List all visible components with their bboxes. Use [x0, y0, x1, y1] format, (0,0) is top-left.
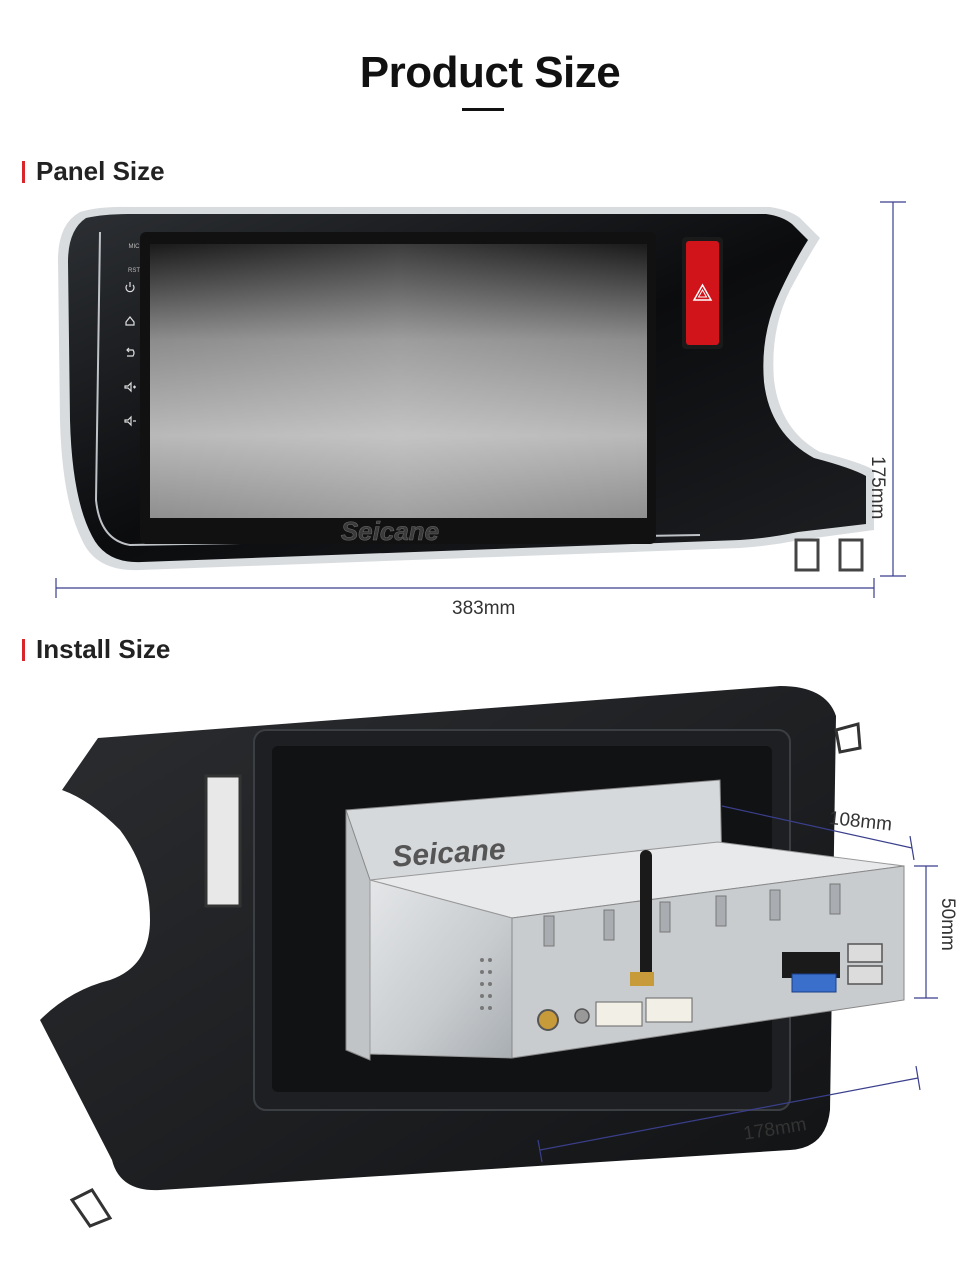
power-icon[interactable] [125, 282, 135, 293]
rst-label: RST [128, 268, 140, 274]
install-size-heading: Install Size [22, 634, 170, 665]
mount-clip [838, 538, 864, 572]
panel-illustration: Seicane MIC RST [55, 201, 906, 598]
harness-connector [645, 997, 693, 1023]
panel-width-dimension-line [55, 578, 875, 598]
panel-width-label: 383mm [452, 598, 516, 619]
volume-down-icon[interactable] [124, 415, 136, 427]
screw-hole [574, 1008, 590, 1024]
page-title: Product Size [359, 48, 621, 97]
panel-brand-logo: Seicane [341, 516, 439, 546]
antenna-icon [630, 850, 654, 986]
rear-panel-slots [543, 883, 841, 947]
panel-inner-trim [94, 231, 701, 547]
back-icon[interactable] [126, 347, 135, 357]
install-width-dimension-line [537, 1065, 921, 1163]
panel-size-heading-text: Panel Size [36, 156, 165, 186]
display-sheen [150, 244, 647, 518]
install-height-dimension-line [914, 865, 938, 999]
install-depth-dimension-line [721, 805, 915, 861]
title-underline [462, 108, 504, 111]
volume-up-icon[interactable] [124, 381, 136, 393]
usb-port-icon [847, 943, 883, 985]
mount-clip [794, 538, 820, 572]
mount-clip [69, 1188, 113, 1228]
heading-accent-bar [22, 160, 25, 183]
hazard-triangle-icon [692, 283, 713, 301]
home-icon[interactable] [125, 316, 135, 326]
hazard-button[interactable] [682, 237, 723, 349]
panel-size-heading: Panel Size [22, 156, 165, 187]
install-size-heading-text: Install Size [36, 634, 171, 664]
side-bracket [204, 774, 242, 908]
heading-accent-bar [22, 638, 25, 661]
mic-label: MIC [129, 244, 141, 250]
harness-connector [595, 1001, 643, 1027]
mount-clip [834, 722, 862, 754]
chassis-left-side [345, 809, 371, 1061]
power-socket [537, 1009, 559, 1031]
vent-holes [480, 958, 492, 1010]
install-height-label: 50mm [937, 898, 958, 951]
blue-connector [791, 973, 837, 993]
panel-height-dimension-line [880, 201, 906, 577]
